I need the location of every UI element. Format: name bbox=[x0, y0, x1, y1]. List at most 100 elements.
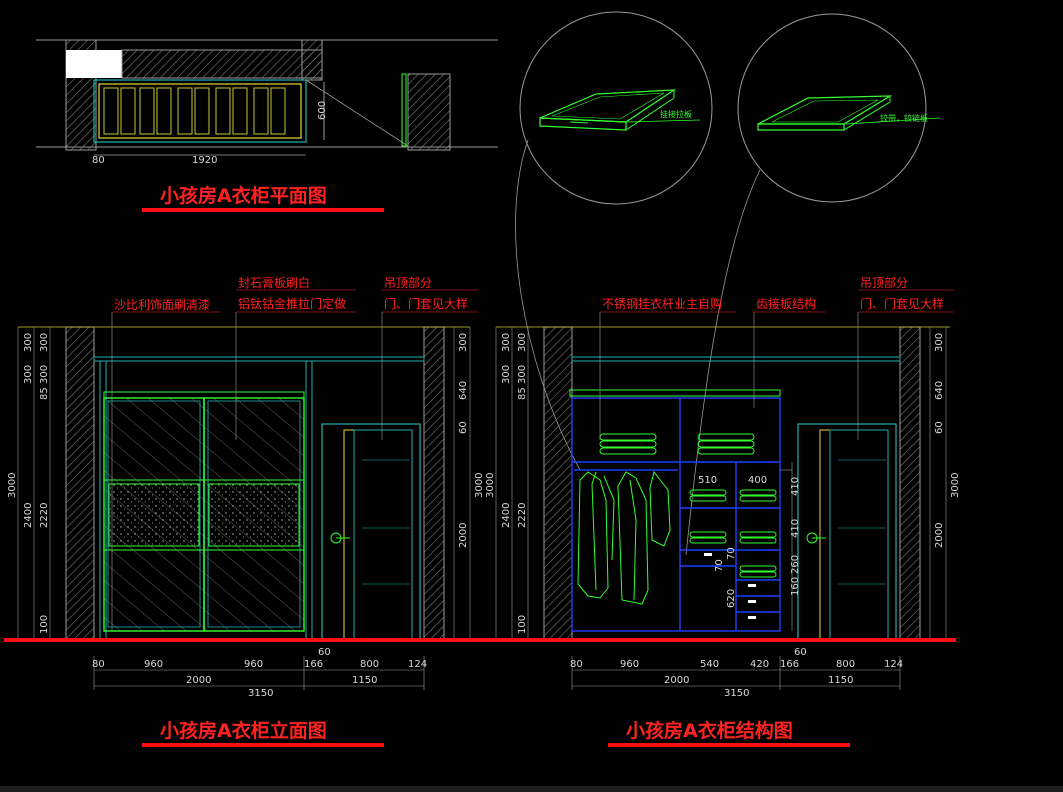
struct-ldim-d: 300 bbox=[517, 365, 528, 384]
detail-left-label: 挂接拉板 bbox=[660, 109, 692, 119]
elev-ldim-b: 300 bbox=[39, 333, 50, 352]
struct-ldim-e: 85 bbox=[517, 387, 528, 400]
struct-bdim-i: 2000 bbox=[664, 675, 689, 686]
struct-note-door-detail: 门、门套见大样 bbox=[860, 296, 944, 311]
elev-door bbox=[321, 423, 421, 640]
struct-ldim-a: 300 bbox=[501, 333, 512, 352]
structure-title-underline bbox=[608, 743, 850, 747]
struct-ldim-g: 2400 bbox=[501, 503, 512, 528]
struct-rdim-c: 60 bbox=[934, 421, 945, 434]
struct-idim-g: 260 bbox=[790, 555, 801, 574]
struct-idim-c: 410 bbox=[790, 477, 801, 496]
plan-white-block bbox=[66, 50, 122, 78]
struct-right-wall bbox=[899, 326, 921, 640]
structure-view: 510 400 410 410 70 70 260 160 620 不锈钢挂衣杆… bbox=[485, 275, 961, 747]
elev-bdim-d: 166 bbox=[304, 659, 323, 670]
plan-cabinet-outline bbox=[93, 79, 307, 143]
struct-folded-clothes bbox=[599, 433, 777, 578]
struct-left-wall bbox=[543, 326, 573, 640]
elev-right-wall bbox=[423, 326, 445, 640]
struct-bdim-g: 124 bbox=[884, 659, 903, 670]
elev-bdim-j: 3150 bbox=[248, 688, 273, 699]
struct-rdim-d: 3000 bbox=[950, 473, 961, 498]
elev-left-wall bbox=[65, 326, 95, 640]
plan-dim-80: 80 bbox=[92, 155, 105, 166]
elev-ldim-i: 100 bbox=[39, 615, 50, 634]
struct-drawer-handles bbox=[704, 553, 756, 619]
elev-rdim-c: 60 bbox=[458, 421, 469, 434]
struct-door bbox=[797, 423, 897, 640]
detail-right-label: 铰带，铰链板 bbox=[880, 113, 928, 123]
detail-circle-left: 挂接拉板 bbox=[519, 11, 713, 205]
plan-title: 小孩房A衣柜平面图 bbox=[160, 184, 327, 207]
struct-bdim-j: 1150 bbox=[828, 675, 853, 686]
struct-bdim-a: 80 bbox=[570, 659, 583, 670]
elev-note-veneer: 沙比利饰面刷清漆 bbox=[114, 298, 210, 312]
struct-ldim-c: 300 bbox=[501, 365, 512, 384]
elev-rdim-b: 640 bbox=[458, 381, 469, 400]
struct-ldim-h: 2220 bbox=[517, 503, 528, 528]
struct-bdim-k: 3150 bbox=[724, 688, 749, 699]
floor-line bbox=[4, 638, 956, 642]
elev-ldim-h: 2220 bbox=[39, 503, 50, 528]
struct-rdim-a: 300 bbox=[934, 333, 945, 352]
struct-bdim-f: 800 bbox=[836, 659, 855, 670]
struct-note-board: 齿接板结构 bbox=[756, 296, 816, 311]
plan-door-panels bbox=[103, 87, 286, 135]
elevation-view: 封石膏板刷白 沙比利饰面刷清漆 铝钛钴金推拉门定做 吊顶部分 门、门套见大样 3… bbox=[7, 275, 485, 747]
elev-bdim-e: 800 bbox=[360, 659, 379, 670]
elev-bdim-c: 960 bbox=[244, 659, 263, 670]
elev-bdim-b: 960 bbox=[144, 659, 163, 670]
elev-rdim-e: 2000 bbox=[458, 523, 469, 548]
elev-bdim-i: 1150 bbox=[352, 675, 377, 686]
struct-rdim-b: 640 bbox=[934, 381, 945, 400]
struct-idim-f: 70 bbox=[714, 559, 725, 572]
struct-carcass bbox=[571, 397, 781, 632]
plan-dim-600: 600 bbox=[317, 101, 328, 120]
elevation-title: 小孩房A衣柜立面图 bbox=[160, 719, 327, 742]
detail-circle-right: 铰带，铰链板 bbox=[737, 13, 941, 203]
elev-note-door-detail: 门、门套见大样 bbox=[384, 296, 468, 311]
elev-bdim-h: 2000 bbox=[186, 675, 211, 686]
plan-dim-1920: 1920 bbox=[192, 155, 217, 166]
struct-idim-e: 70 bbox=[726, 547, 737, 560]
elevation-title-underline bbox=[142, 743, 384, 747]
struct-rdim-e: 2000 bbox=[934, 523, 945, 548]
elev-bdim-f: 124 bbox=[408, 659, 427, 670]
elev-ldim-f: 3000 bbox=[7, 473, 18, 498]
struct-bdim-d: 420 bbox=[750, 659, 769, 670]
elev-ldim-c: 300 bbox=[23, 365, 34, 384]
structure-title: 小孩房A衣柜结构图 bbox=[626, 719, 793, 742]
elev-note-ceiling: 吊顶部分 bbox=[384, 275, 432, 290]
elev-ldim-a: 300 bbox=[23, 333, 34, 352]
plan-title-underline bbox=[142, 208, 384, 212]
elev-ldim-e: 85 bbox=[39, 387, 50, 400]
struct-ldim-f: 3000 bbox=[485, 473, 496, 498]
elev-bdim-g: 60 bbox=[318, 647, 331, 658]
struct-ldim-b: 300 bbox=[517, 333, 528, 352]
elev-ldim-g: 2400 bbox=[23, 503, 34, 528]
struct-bdim-c: 540 bbox=[700, 659, 719, 670]
struct-note-rail: 不锈钢挂衣杆业主自购 bbox=[602, 296, 722, 311]
struct-note-ceiling: 吊顶部分 bbox=[860, 275, 908, 290]
plan-view: 80 1920 600 小孩房A衣柜平面图 bbox=[36, 39, 498, 212]
struct-bdim-b: 960 bbox=[620, 659, 639, 670]
struct-idim-i: 620 bbox=[726, 589, 737, 608]
struct-idim-b: 400 bbox=[748, 475, 767, 486]
elev-rdim-d: 3000 bbox=[474, 473, 485, 498]
elev-note-plaster: 封石膏板刷白 bbox=[238, 275, 310, 290]
elev-sliding-doors bbox=[103, 391, 305, 632]
struct-idim-a: 510 bbox=[698, 475, 717, 486]
struct-bdim-h: 60 bbox=[794, 647, 807, 658]
struct-idim-d: 410 bbox=[790, 519, 801, 538]
struct-hanging-clothes bbox=[574, 469, 678, 605]
elev-rdim-a: 300 bbox=[458, 333, 469, 352]
elev-note-sliding-door: 铝钛钴金推拉门定做 bbox=[238, 296, 346, 311]
elev-bdim-a: 80 bbox=[92, 659, 105, 670]
struct-ldim-i: 100 bbox=[517, 615, 528, 634]
bottom-scrollbar-strip bbox=[0, 786, 1063, 792]
struct-idim-h: 160 bbox=[790, 577, 801, 596]
elev-ldim-d: 300 bbox=[39, 365, 50, 384]
struct-bdim-e: 166 bbox=[780, 659, 799, 670]
